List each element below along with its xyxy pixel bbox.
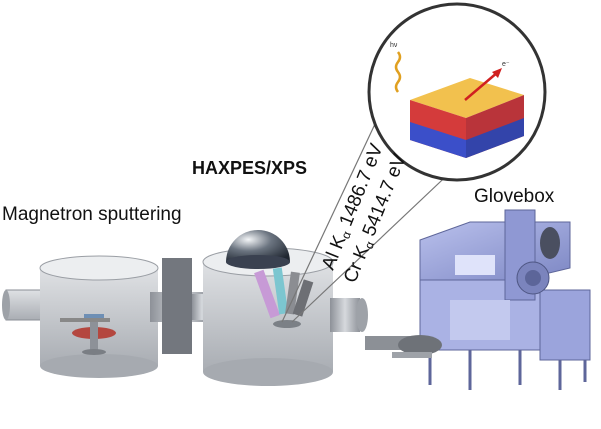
electron-arrowhead	[492, 68, 502, 78]
transfer-arm	[365, 335, 442, 358]
xray-sources	[254, 267, 314, 319]
glovebox	[419, 209, 591, 390]
hemispherical-analyzer	[226, 230, 290, 269]
magnetron-chamber	[2, 255, 210, 378]
magnetron-sputtering-label: Magnetron sputtering	[2, 204, 182, 225]
inset-circle: hν e⁻	[367, 2, 547, 182]
electron-label: e⁻	[502, 61, 510, 68]
haxpes-xps-label: HAXPES/XPS	[192, 158, 308, 178]
photon-label: hν	[390, 42, 398, 49]
photon-wave	[394, 51, 402, 93]
magnetron-sample-stage	[60, 314, 116, 355]
electron-arrow	[464, 71, 499, 101]
glovebox-label: Glovebox	[474, 186, 555, 207]
haxpes-chamber	[202, 230, 368, 386]
